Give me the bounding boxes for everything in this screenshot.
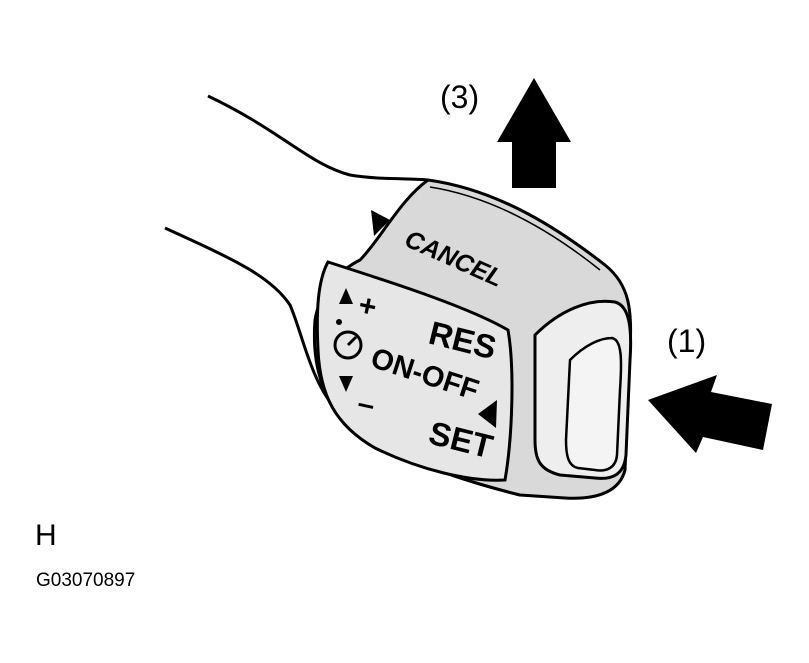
- triangle-up-icon: [339, 288, 353, 304]
- minus-label: –: [355, 387, 378, 423]
- triangle-down-icon: [339, 376, 353, 392]
- callout-3-label: (3): [440, 79, 479, 115]
- arrow-left-icon: [648, 375, 772, 453]
- triangle-right-icon: [371, 210, 390, 236]
- lever-shaft-upper-edge: [207, 94, 429, 182]
- arrow-up-icon: [497, 78, 571, 188]
- lever-head-ridge: [429, 186, 601, 271]
- speedometer-icon: [333, 319, 363, 360]
- end-cap-button-inner: [564, 336, 623, 472]
- triangle-left-icon: [478, 400, 497, 428]
- figure-code: G03070897: [36, 570, 135, 591]
- callout-1-label: (1): [667, 323, 706, 359]
- control-face-panel: [315, 260, 514, 482]
- corner-letter: H: [35, 519, 57, 552]
